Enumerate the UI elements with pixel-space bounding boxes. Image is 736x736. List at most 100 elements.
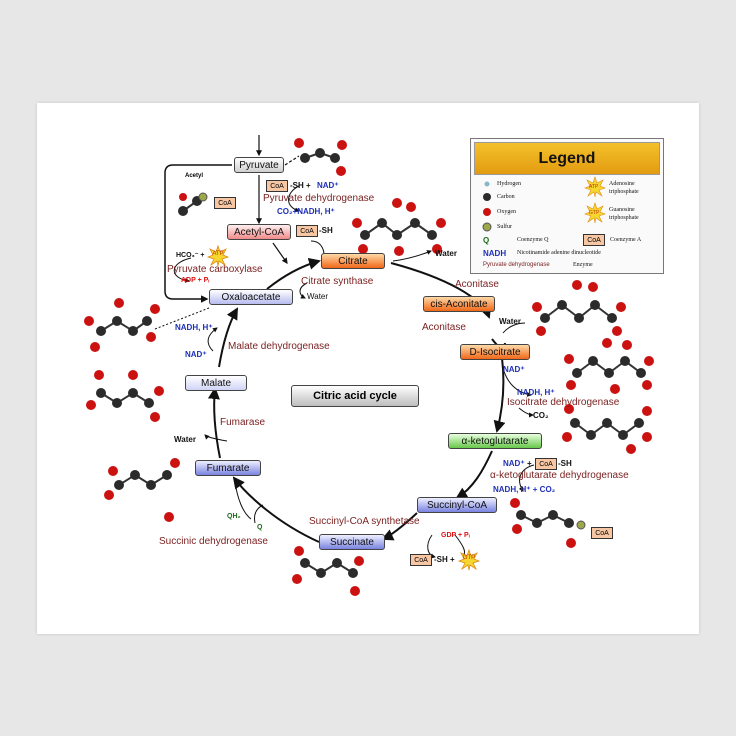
cycle-arc-malate-oxaloacetate [218, 307, 238, 368]
enzyme-malate-dehydrogenase: Malate dehydrogenase [228, 341, 330, 352]
nad-akg: NAD⁺ [503, 459, 525, 468]
sh-acetyl-coa: -SH [319, 226, 333, 235]
co2-isocitrate: CO₂ [533, 411, 549, 420]
nad-malate: NAD⁺ [185, 350, 207, 359]
poster: Pyruvate Acetyl-CoA Citrate cis-Aconitat… [37, 103, 699, 634]
atp-legend-icon [584, 176, 606, 198]
legend-coq: Coenzyme Q [517, 237, 549, 243]
legend-oxygen: Oxygen [497, 209, 516, 215]
nad-pyruvate: NAD⁺ [317, 181, 339, 190]
legend-nadh: Nicotinamide adenine dinucleotide [517, 250, 601, 256]
sh-plus-succinyl: -SH + [434, 555, 455, 564]
metabolite-malate: Malate [185, 375, 247, 391]
coa-succinyl: CoA [410, 554, 432, 566]
legend-coq-symbol: Q [483, 236, 490, 245]
sh-akg: -SH [558, 459, 572, 468]
legend-gtp-symbol: GTP [589, 210, 600, 216]
enzyme-pyruvate-dehydrogenase: Pyruvate dehydrogenase [263, 193, 375, 204]
atp-label: ATP [212, 251, 224, 257]
sulfur-swatch [482, 222, 492, 232]
molecule-succinyl-coa [510, 498, 586, 548]
cycle-arc-succinate-fumarate [232, 476, 320, 543]
legend-atp-symbol: ATP [589, 184, 599, 190]
gtp-icon: GTP [458, 549, 480, 571]
legend: Legend Hydrogen Carbon Oxygen Sulfur Q C… [470, 138, 664, 274]
water-fumarase: Water [174, 435, 196, 444]
hydrogen-swatch [484, 181, 490, 187]
molecule-acetyl-coa-small [178, 192, 208, 216]
legend-coa: Coenzyme A [610, 237, 642, 243]
enzyme-succinyl-coa-synthetase: Succinyl-CoA synthetase [309, 516, 420, 527]
metabolite-citrate: Citrate [321, 253, 385, 269]
water-citrate: Water [435, 249, 457, 258]
nadh-akg: NADH, H⁺ + CO₂ [493, 485, 556, 494]
enzyme-akg-dehydrogenase: α-ketoglutarate dehydrogenase [490, 470, 629, 481]
molecule-succinate [292, 546, 364, 596]
molecule-pyruvate [294, 138, 347, 176]
water-synthase: Water [307, 292, 329, 301]
enzyme-citrate-synthase: Citrate synthase [301, 276, 374, 287]
pathway-arrows [84, 135, 654, 596]
oxygen-swatch [483, 208, 491, 216]
legend-hydrogen: Hydrogen [497, 181, 521, 187]
metabolite-d-isocitrate: D-Isocitrate [460, 344, 530, 360]
metabolite-fumarate: Fumarate [195, 460, 261, 476]
legend-coa-symbol: CoA [583, 234, 605, 246]
enzyme-aconitase-1: Aconitase [455, 279, 499, 290]
sh-plus-label: -SH + [290, 181, 311, 190]
legend-enzyme: Enzyme [573, 262, 593, 268]
gtp-label: GTP [462, 555, 476, 561]
nad-isocitrate: NAD⁺ [503, 365, 525, 374]
cycle-arc-fumarate-malate [207, 387, 221, 459]
adp-pi-label: ADP + Pᵢ [181, 277, 210, 284]
qh2-label: QH₂ [227, 513, 241, 520]
co2-nadh-pyruvate: CO₂+NADH, H⁺ [277, 207, 335, 216]
cycle-arc-oxaloacetate-citrate [266, 257, 321, 290]
legend-sulfur: Sulfur [497, 224, 512, 230]
legend-nadh-symbol: NADH [483, 249, 507, 258]
cycle-arc-akg-succinylcoa [455, 450, 493, 500]
legend-title: Legend [474, 142, 660, 175]
cycle-arc-isocitrate-akg [493, 357, 506, 433]
cycle-arc-succinylcoa-succinate [381, 512, 418, 541]
coa-acetyl-small: CoA [214, 197, 236, 209]
coa-pyruvate-dehydrogenase: CoA [266, 180, 288, 192]
metabolite-oxaloacetate: Oxaloacetate [209, 289, 293, 305]
gdp-pi-label: GDP + Pᵢ [441, 532, 470, 539]
metabolite-succinate: Succinate [319, 534, 385, 550]
enzyme-isocitrate-dehydrogenase: Isocitrate dehydrogenase [507, 397, 620, 408]
molecule-cis-aconitate [532, 280, 626, 336]
molecule-citrate [352, 198, 446, 256]
gtp-legend-icon [584, 202, 606, 224]
atp-icon: ATP [207, 245, 229, 267]
nadh-isocitrate: NADH, H⁺ [517, 388, 555, 397]
enzyme-pyruvate-carboxylase: Pyruvate carboxylase [167, 264, 263, 275]
molecule-fumarate [104, 458, 180, 522]
legend-atp: Adenosine triphosphate [609, 181, 639, 195]
water-aconitate: Water [499, 317, 521, 326]
enzyme-succinic-dehydrogenase: Succinic dehydrogenase [159, 536, 268, 547]
coa-akg: CoA [535, 458, 557, 470]
metabolite-succinyl-coa: Succinyl-CoA [417, 497, 497, 513]
carbon-swatch [483, 193, 491, 201]
legend-swatches [482, 176, 606, 232]
coa-succinyl-molecule: CoA [591, 527, 613, 539]
legend-enzyme-example: Pyruvate dehydrogenase [483, 262, 550, 268]
metabolite-pyruvate: Pyruvate [234, 157, 284, 173]
legend-gtp: Guanosine triphosphate [609, 207, 639, 221]
molecule-oxaloacetate [84, 298, 160, 352]
molecule-alpha-ketoglutarate [562, 404, 652, 454]
metabolite-cis-aconitate: cis-Aconitate [423, 296, 495, 312]
enzyme-aconitase-2: Aconitase [422, 322, 466, 333]
metabolite-acetyl-coa: Acetyl-CoA [227, 224, 291, 240]
hco3-label: HCO₃⁻ + [176, 252, 205, 259]
q-label: Q [257, 524, 263, 531]
molecule-malate [86, 370, 164, 422]
nadh-malate: NADH, H⁺ [175, 323, 213, 332]
plus-akg: + [527, 459, 532, 468]
metabolite-alpha-ketoglutarate: α-ketoglutarate [448, 433, 542, 449]
enzyme-fumarase: Fumarase [220, 417, 266, 428]
legend-carbon: Carbon [497, 194, 515, 200]
coa-acetyl-coa: CoA [296, 225, 318, 237]
cycle-title: Citric acid cycle [291, 385, 419, 407]
